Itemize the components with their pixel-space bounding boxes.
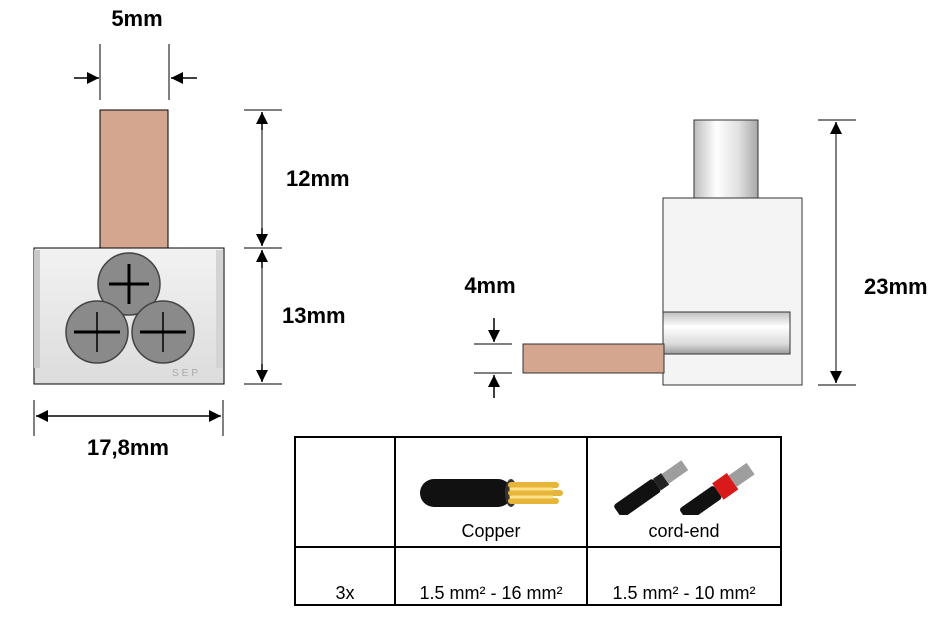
side-clamp-cylinder bbox=[662, 311, 791, 355]
header-cordend-cell: cord-end bbox=[586, 436, 782, 548]
label-side-stub: 4mm bbox=[464, 273, 515, 298]
side-copper-stub bbox=[522, 343, 665, 374]
header-empty-cell bbox=[294, 436, 396, 548]
header-copper-label: Copper bbox=[461, 521, 521, 541]
header-copper-cell: Copper bbox=[394, 436, 588, 548]
copper-stub bbox=[99, 109, 169, 249]
table-header-row: Copper cord-end bbox=[294, 436, 782, 548]
row-count-cell: 3x bbox=[294, 546, 396, 606]
side-body bbox=[662, 197, 803, 386]
row-cordend-range-cell: 1.5 mm² - 10 mm² bbox=[586, 546, 782, 606]
dimension-stub-height: 12mm bbox=[244, 109, 350, 249]
side-top-cylinder bbox=[693, 119, 759, 199]
label-stub-height: 12mm bbox=[286, 166, 350, 191]
label-body-height: 13mm bbox=[282, 303, 346, 328]
screw-bottom-left bbox=[65, 300, 129, 364]
spec-table: Copper cord-end bbox=[294, 436, 782, 606]
label-total-height: 23mm bbox=[864, 274, 928, 299]
dimension-top-width: 5mm bbox=[74, 6, 197, 100]
label-body-width: 17,8mm bbox=[87, 435, 169, 460]
dimension-body-height: 13mm bbox=[244, 250, 346, 385]
screw-top bbox=[97, 252, 161, 316]
cord-end-icon bbox=[614, 460, 755, 515]
row-copper-range-cell: 1.5 mm² - 16 mm² bbox=[394, 546, 588, 606]
dimension-total-height: 23mm bbox=[818, 119, 928, 386]
copper-cable-icon bbox=[420, 479, 563, 507]
dimension-body-width: 17,8mm bbox=[33, 400, 224, 460]
label-top-width: 5mm bbox=[111, 6, 162, 31]
screw-bottom-right bbox=[131, 300, 195, 364]
table-row: 3x 1.5 mm² - 16 mm² 1.5 mm² - 10 mm² bbox=[294, 546, 782, 606]
header-cordend-label: cord-end bbox=[648, 521, 720, 541]
maker-mark: SEP bbox=[172, 368, 201, 379]
dimension-side-stub: 4mm bbox=[464, 273, 516, 398]
